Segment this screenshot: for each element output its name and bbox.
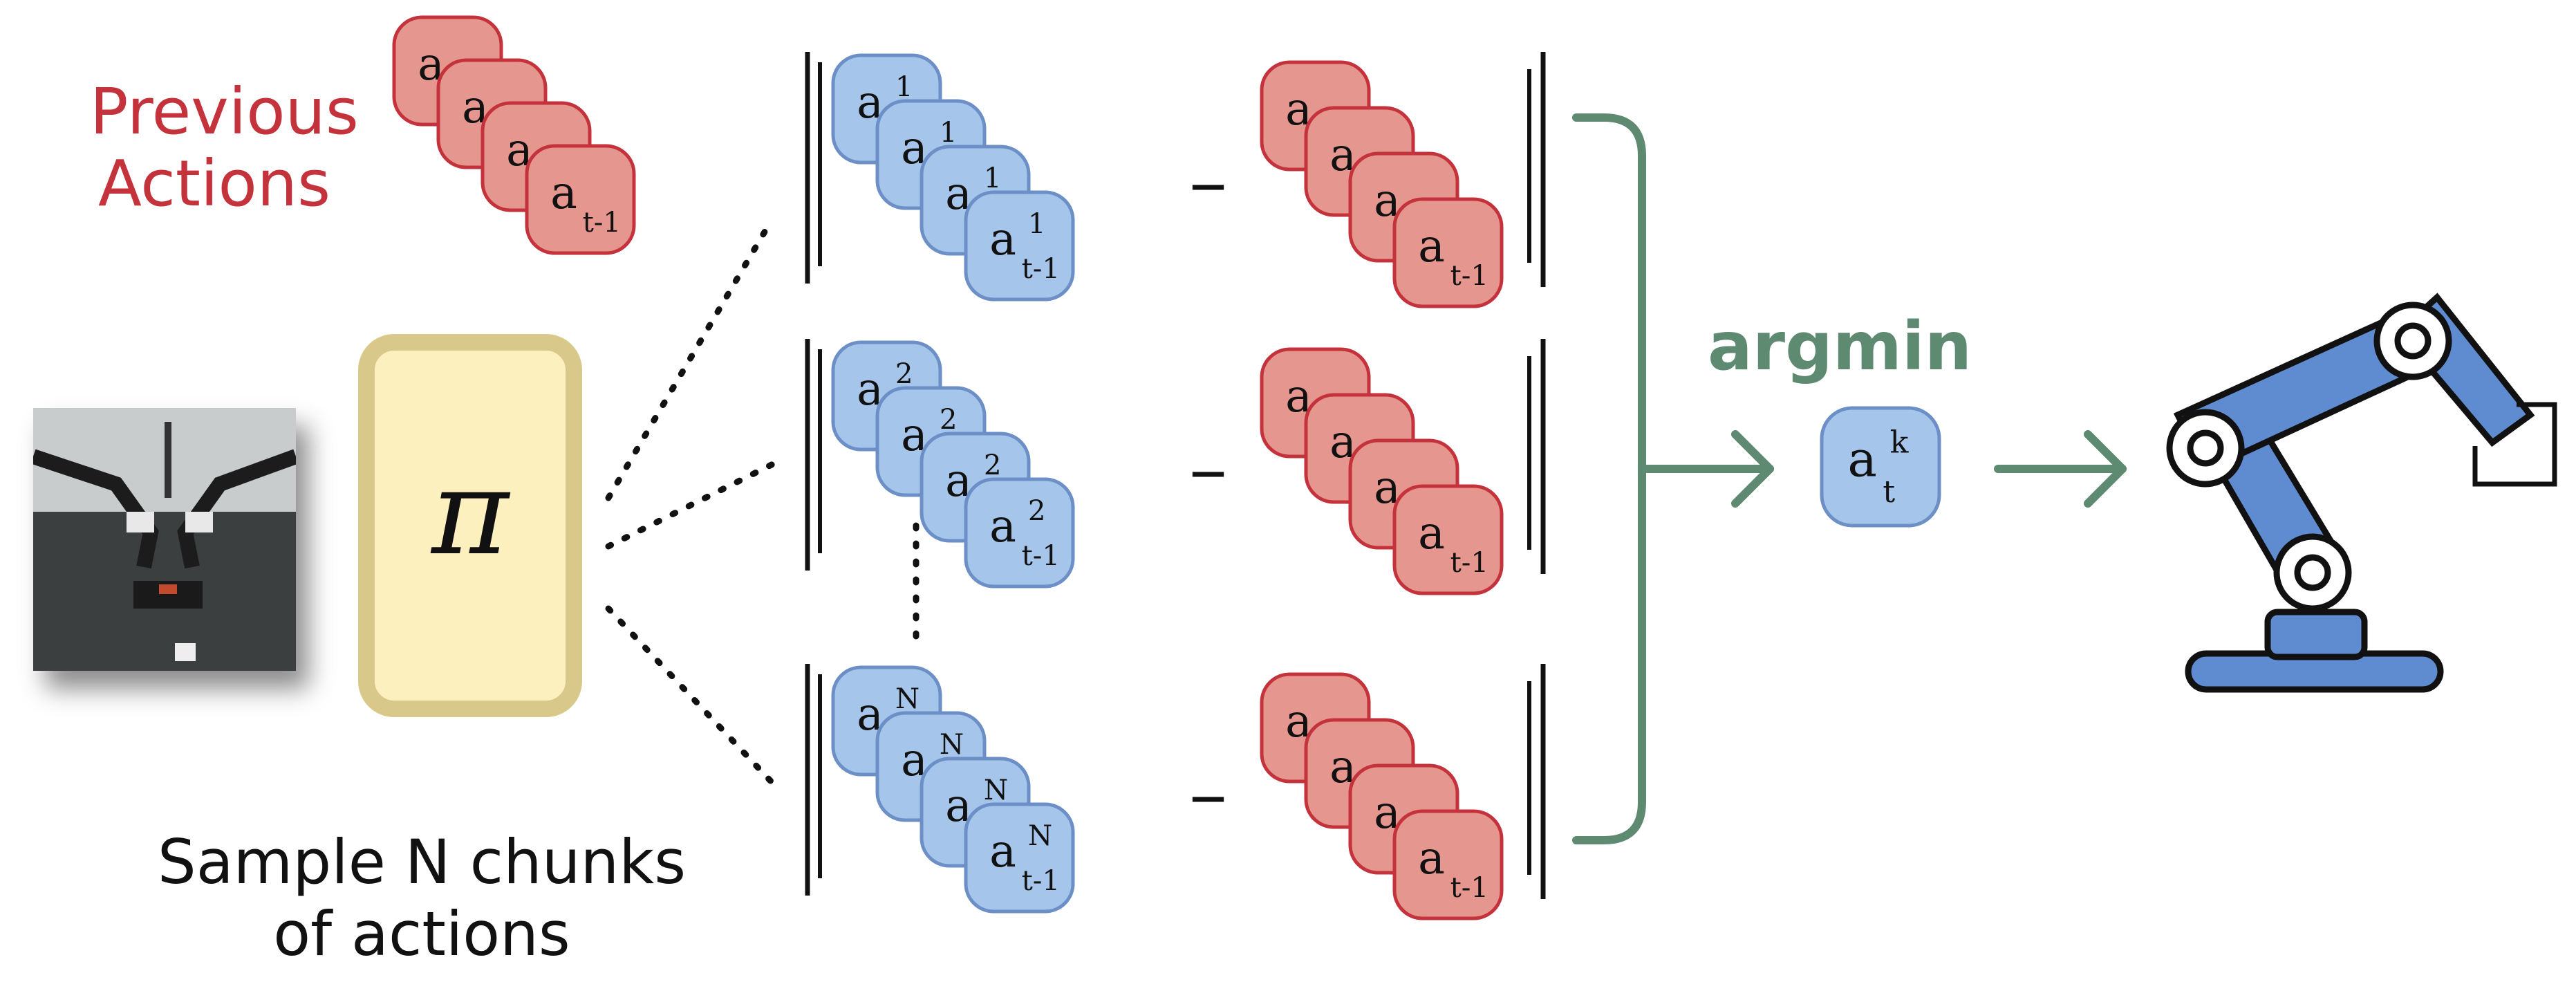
chunk-1-tile-4-subscript: t-1	[1022, 252, 1060, 285]
chunk-3-tile-4-subscript: t-1	[1022, 864, 1060, 897]
sample-chunks-label: Sample N chunks of actions	[138, 826, 705, 970]
sample-chunks-label-line2: of actions	[273, 898, 570, 970]
argmin-label: argmin	[1708, 308, 1972, 385]
sample-dotted-lines	[605, 218, 920, 788]
chunk-3-tile-1-superscript: N	[895, 683, 920, 715]
robot-arm-icon	[2166, 293, 2557, 693]
selected-action-tile-superscript: k	[1890, 425, 1910, 461]
row-1-previous-tile-4-text: a	[1418, 221, 1445, 272]
argmin-bracket	[1572, 113, 1774, 844]
chunk-1-tile-3-superscript: 1	[984, 162, 1002, 194]
chunk-3-tile-4-text: a	[989, 826, 1016, 878]
previous-actions-label-line1: Previous	[90, 75, 359, 149]
previous-action-tile-4: at-1	[525, 144, 636, 255]
sample-chunks-label-line1: Sample N chunks	[157, 826, 687, 898]
selected-action-tile-subscript: t	[1883, 474, 1895, 510]
chunk-3-tile-4-superscript: N	[1028, 819, 1052, 852]
row-3-previous-tile-4-text: a	[1418, 833, 1445, 884]
minus-sign: –	[1189, 424, 1227, 512]
robot-scene-illustration	[33, 408, 296, 671]
chunk-2-tile-2-superscript: 2	[940, 403, 958, 436]
row-2-previous-tile-4: at-1	[1392, 484, 1504, 595]
previous-action-tile-4-text: a	[550, 167, 577, 219]
row-1-previous-tile-4-subscript: t-1	[1450, 259, 1488, 292]
chunk-3-tile-3-superscript: N	[984, 774, 1008, 806]
previous-actions-label-line2: Actions	[97, 147, 331, 221]
policy-symbol: π	[430, 445, 511, 582]
row-2-previous-tile-4-subscript: t-1	[1450, 546, 1488, 579]
chunk-2-tile-4-superscript: 2	[1028, 494, 1046, 527]
minus-sign: –	[1189, 137, 1227, 225]
output-arrow	[1994, 430, 2127, 508]
robot-scene-photo	[33, 408, 296, 671]
row-1-previous-tile-4: at-1	[1392, 197, 1504, 308]
previous-actions-label: Previous Actions	[90, 75, 359, 221]
row-3-previous-tile-4-subscript: t-1	[1450, 871, 1488, 904]
chunk-2-tile-3-superscript: 2	[984, 449, 1002, 481]
chunk-2-tile-1-superscript: 2	[895, 358, 913, 390]
row-3-previous-tile-4: at-1	[1392, 809, 1504, 920]
chunk-1-tile-2-superscript: 1	[940, 116, 958, 149]
chunk-1-tile-4-text: a	[989, 214, 1016, 266]
minus-sign: –	[1189, 749, 1227, 837]
chunk-1-tile-4-superscript: 1	[1028, 207, 1046, 240]
chunk-2-tile-4-text: a	[989, 501, 1016, 553]
selected-action-tile-text: a	[1847, 431, 1877, 488]
previous-action-tile-4-subscript: t-1	[583, 206, 621, 239]
chunk-2-tile-4-subscript: t-1	[1022, 539, 1060, 572]
row-2-previous-tile-4-text: a	[1418, 508, 1445, 559]
chunk-3-tile-2-superscript: N	[940, 728, 964, 761]
policy-box: π	[358, 334, 582, 717]
chunk-1-tile-1-superscript: 1	[895, 71, 913, 103]
